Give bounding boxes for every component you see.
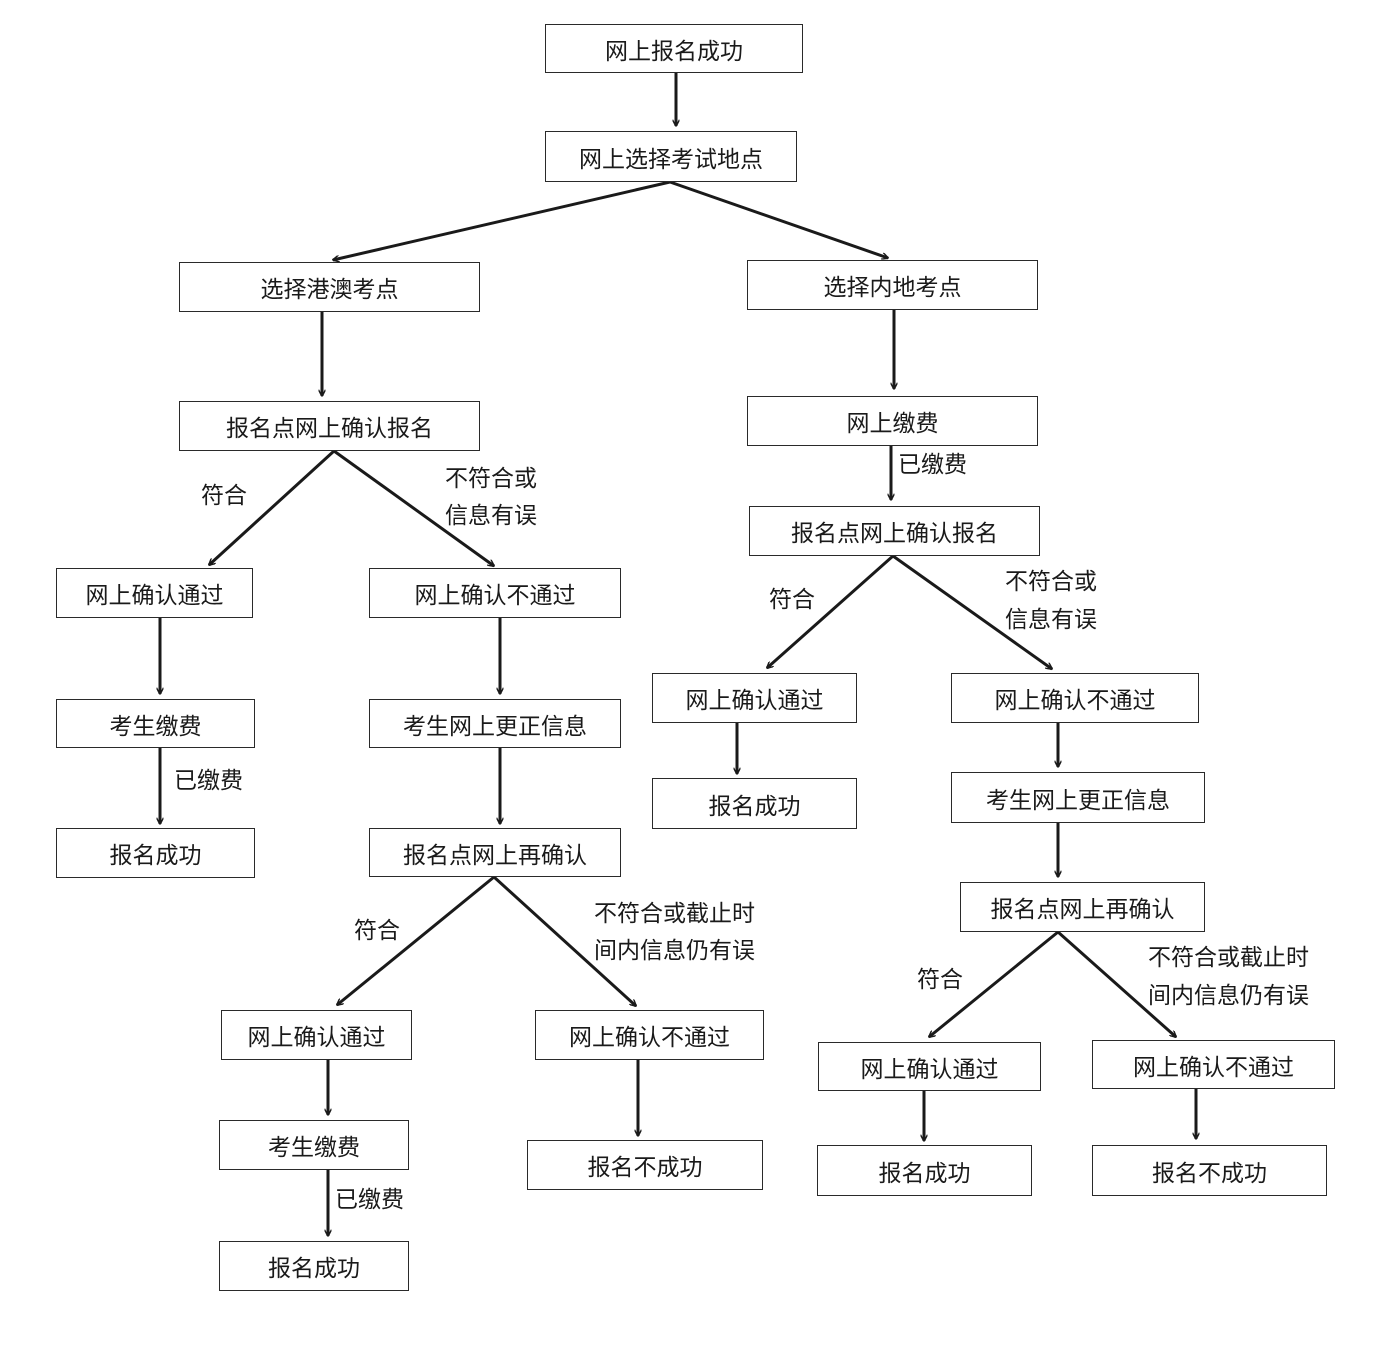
node-hk-correct-info: 考生网上更正信息: [369, 699, 621, 748]
label-hk-re-mismatch-line1: 不符合或截止时: [594, 901, 755, 927]
node-hk-re-payment: 考生缴费: [219, 1120, 409, 1170]
node-ml-re-fail: 网上确认不通过: [1092, 1040, 1335, 1089]
label-hk-mismatch-line2: 信息有误: [445, 503, 537, 529]
label-hk-mismatch-line1: 不符合或: [445, 466, 537, 492]
node-select-hk-macau-site: 选择港澳考点: [179, 262, 480, 312]
arrow-ml-pass: [767, 554, 894, 668]
label-hk-re-mismatch-line2: 间内信息仍有误: [594, 938, 755, 964]
arrow-hk-re-fail: [492, 875, 636, 1006]
arrow-hk-pass: [209, 449, 336, 565]
arrow-hk-fail: [333, 449, 494, 566]
node-select-exam-location: 网上选择考试地点: [545, 131, 797, 182]
node-hk-re-pass: 网上确认通过: [221, 1010, 412, 1060]
node-ml-online-payment: 网上缴费: [747, 396, 1038, 446]
label-hk-paid: 已缴费: [174, 768, 243, 794]
label-hk-re-match: 符合: [354, 918, 400, 944]
node-ml-correct-info: 考生网上更正信息: [951, 772, 1205, 823]
label-ml-re-match: 符合: [917, 967, 963, 993]
node-ml-re-success: 报名成功: [817, 1145, 1032, 1196]
node-ml-site-confirm: 报名点网上确认报名: [749, 506, 1040, 556]
arrow-ml-re-fail: [1057, 930, 1176, 1037]
arrow-ml-fail: [892, 554, 1052, 669]
label-ml-re-mismatch-line1: 不符合或截止时: [1148, 945, 1309, 971]
node-hk-re-fail: 网上确认不通过: [535, 1010, 764, 1060]
node-hk-re-success: 报名成功: [219, 1241, 409, 1291]
label-ml-match: 符合: [769, 587, 815, 613]
node-hk-confirm-pass: 网上确认通过: [56, 568, 253, 618]
node-hk-success: 报名成功: [56, 828, 255, 878]
node-hk-confirm-fail: 网上确认不通过: [369, 568, 621, 618]
node-ml-reconfirm: 报名点网上再确认: [960, 882, 1205, 932]
node-hk-reconfirm: 报名点网上再确认: [369, 828, 621, 877]
arrow-hk-re-pass: [337, 875, 495, 1005]
label-ml-re-mismatch-line2: 间内信息仍有误: [1148, 983, 1309, 1009]
node-ml-confirm-fail: 网上确认不通过: [951, 673, 1199, 723]
label-ml-paid: 已缴费: [898, 452, 967, 478]
node-ml-success: 报名成功: [652, 778, 857, 829]
arrow-n2-hk: [333, 180, 671, 260]
label-hk-re-paid: 已缴费: [335, 1187, 404, 1213]
node-registration-success-online: 网上报名成功: [545, 24, 803, 73]
label-ml-mismatch-line2: 信息有误: [1005, 607, 1097, 633]
node-hk-site-confirm: 报名点网上确认报名: [179, 401, 480, 451]
arrow-n2-ml: [669, 180, 888, 258]
label-hk-match: 符合: [201, 483, 247, 509]
node-select-mainland-site: 选择内地考点: [747, 260, 1038, 310]
node-ml-re-unsuccess: 报名不成功: [1092, 1145, 1327, 1196]
node-ml-re-pass: 网上确认通过: [818, 1042, 1041, 1091]
node-hk-payment: 考生缴费: [56, 699, 255, 748]
label-ml-mismatch-line1: 不符合或: [1005, 569, 1097, 595]
arrow-ml-re-pass: [929, 930, 1059, 1037]
node-hk-re-unsuccess: 报名不成功: [527, 1140, 763, 1190]
node-ml-confirm-pass: 网上确认通过: [652, 673, 857, 723]
